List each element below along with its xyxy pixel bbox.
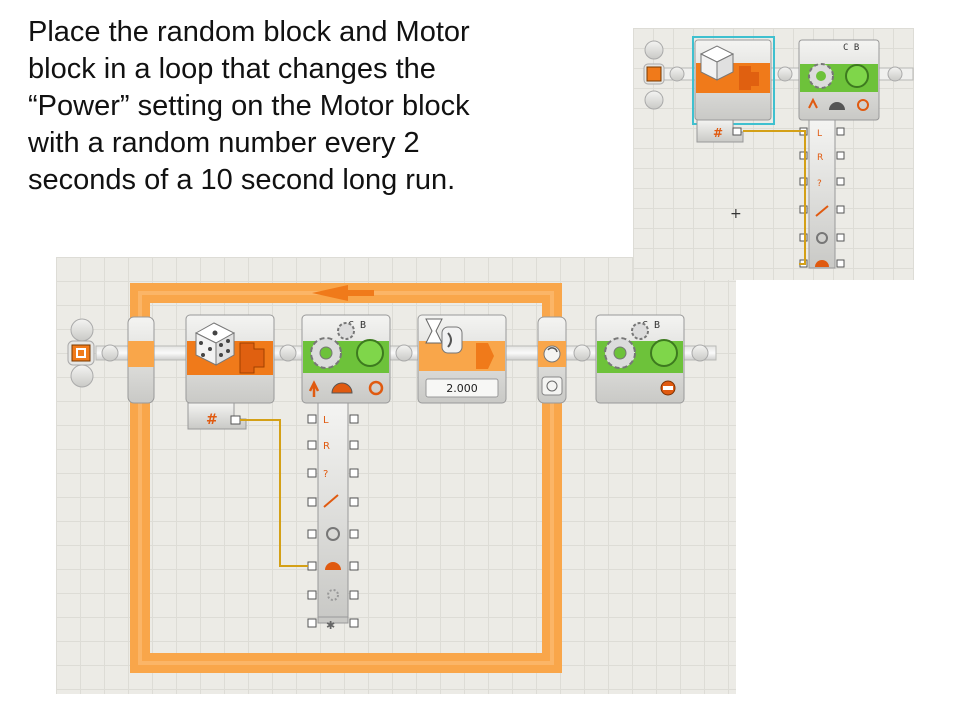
duration-icon (368, 380, 384, 396)
number-output-plug: # (713, 126, 723, 140)
loop-end-block[interactable] (537, 316, 567, 404)
loop-frame (130, 283, 562, 673)
loop-direction-arrow (312, 285, 374, 301)
instruction-line: block in a loop that changes the (28, 53, 436, 85)
loop-start-cap[interactable] (127, 316, 155, 404)
dice-icon (194, 322, 236, 366)
hourglass-icon (425, 318, 463, 354)
start-point[interactable] (67, 318, 95, 388)
motor-data-hub[interactable]: L R ? (307, 402, 359, 632)
start-point (644, 90, 664, 110)
power-icon (331, 382, 353, 394)
svg-text:L: L (323, 415, 329, 426)
gear-icon (604, 322, 649, 369)
svg-text:?: ? (817, 179, 822, 189)
direction-icon (308, 380, 320, 397)
beam-joint (279, 344, 297, 362)
wait-time-block[interactable]: 2.000 (417, 314, 507, 404)
svg-text:✱: ✱ (326, 619, 335, 632)
motor-block[interactable]: C B L R ? (798, 39, 880, 269)
data-wire[interactable] (743, 130, 806, 265)
instruction-line: “Power” setting on the Motor block (28, 90, 470, 122)
detail-canvas[interactable]: # C B L R ? + (633, 28, 914, 280)
instruction-line: with a random number every 2 (28, 127, 420, 159)
beam-joint (101, 344, 119, 362)
instruction-line: Place the random block and Motor (28, 16, 470, 48)
svg-text:L: L (817, 129, 822, 139)
data-wire[interactable] (240, 419, 308, 567)
svg-text:R: R (323, 441, 330, 452)
instruction-line: seconds of a 10 second long run. (28, 164, 456, 196)
detail-diagram: # C B L R ? + (643, 36, 914, 269)
program-diagram: # C B L R (67, 283, 717, 673)
motor-ports-label: C B (348, 320, 366, 331)
motor-block[interactable]: C B L R ? (301, 314, 391, 632)
data-hub-plugs (799, 127, 845, 268)
random-block[interactable]: # (185, 314, 275, 430)
mouse-cursor: + (730, 206, 742, 222)
beam-joint (395, 344, 413, 362)
stop-icon (660, 380, 676, 396)
number-output-plug: # (206, 412, 218, 428)
beam-end (691, 344, 709, 362)
motor-block-2[interactable]: C B (595, 314, 685, 404)
motor-ports-label: C B (642, 320, 660, 331)
random-block[interactable]: # (692, 36, 775, 143)
beam-joint (573, 344, 591, 362)
gear-icon (310, 322, 355, 369)
svg-text:R: R (817, 153, 823, 163)
svg-text:?: ? (323, 469, 328, 480)
instruction-text: Place the random block and Motor block i… (28, 14, 618, 199)
wait-seconds-value: 2.000 (446, 382, 478, 395)
clock-icon (541, 376, 563, 396)
program-canvas[interactable]: # C B L R (56, 257, 736, 694)
data-hub-plugs: L R ? (307, 414, 359, 632)
motor-ports-label: C B (843, 43, 859, 53)
start-point (644, 40, 664, 60)
